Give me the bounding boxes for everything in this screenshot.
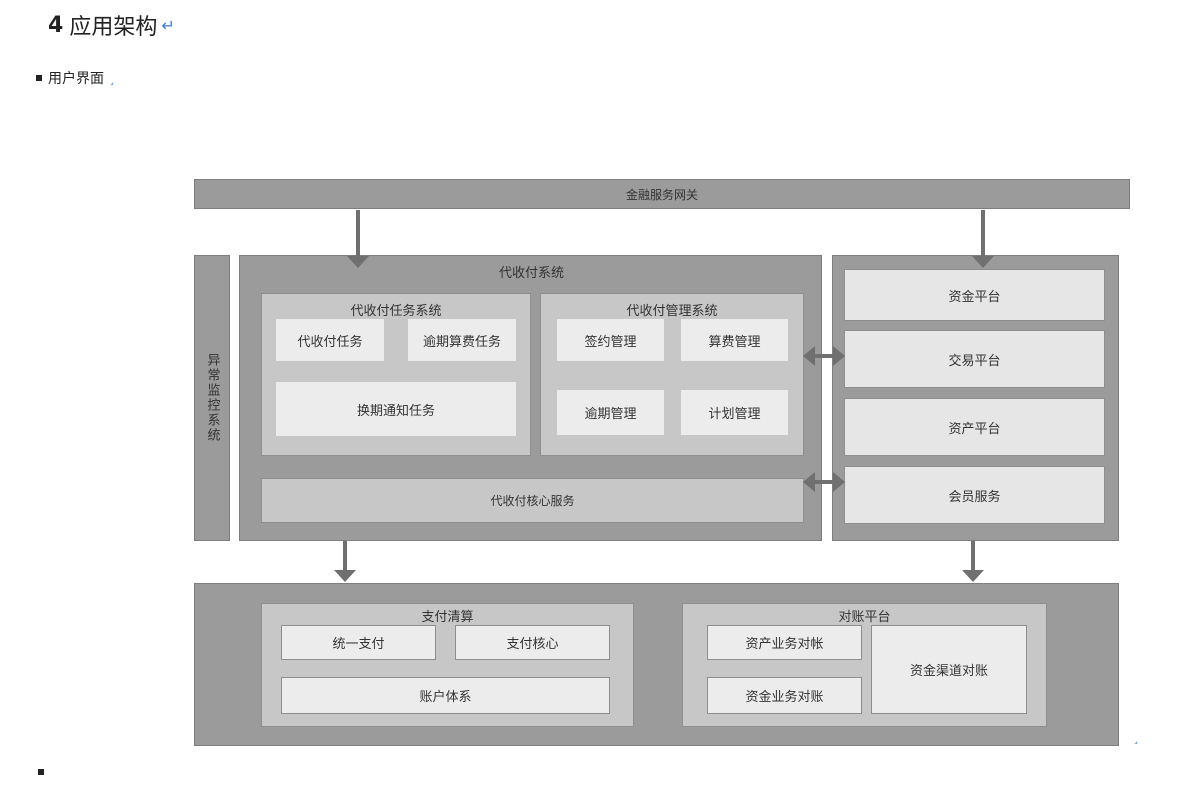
page-title: 4 应用架构 ↵ bbox=[48, 10, 175, 41]
empty-bullet bbox=[38, 769, 44, 775]
mgmt-system: 代收付管理系统 签约管理 算费管理 逾期管理 计划管理 bbox=[540, 293, 804, 456]
platform-1: 交易平台 bbox=[844, 330, 1105, 388]
bullet-text: 用户界面 bbox=[48, 71, 104, 87]
paragraph-mark-icon: ˼ bbox=[110, 71, 114, 85]
heading-text: 应用架构 bbox=[69, 15, 158, 40]
mgmt-system-title: 代收付管理系统 bbox=[626, 304, 718, 319]
task-system: 代收付任务系统 代收付任务 逾期算费任务 换期通知任务 bbox=[261, 293, 531, 456]
platform-3: 会员服务 bbox=[844, 466, 1105, 524]
bullet-icon bbox=[36, 75, 42, 81]
core-service-label: 代收付核心服务 bbox=[490, 494, 575, 508]
gateway-label: 金融服务网关 bbox=[625, 187, 698, 202]
payment-item-1: 支付核心 bbox=[455, 625, 610, 660]
platform-0: 资金平台 bbox=[844, 269, 1105, 321]
core-service: 代收付核心服务 bbox=[261, 478, 804, 523]
end-mark-icon: ˼ bbox=[1134, 730, 1138, 744]
mgmt-item-0: 签约管理 bbox=[557, 319, 664, 361]
arrow-core-member bbox=[803, 472, 845, 492]
recon-title: 对账平台 bbox=[838, 610, 891, 625]
payment-clearing: 支付清算 统一支付 支付核心 账户体系 bbox=[261, 603, 634, 727]
arrow-dfs-bottom bbox=[334, 541, 356, 582]
payment-item-0: 统一支付 bbox=[281, 625, 436, 660]
recon-platform: 对账平台 资产业务对帐 资金业务对账 资金渠道对账 bbox=[682, 603, 1047, 727]
task-item-0: 代收付任务 bbox=[276, 319, 384, 361]
arrow-gateway-platforms bbox=[972, 210, 994, 268]
platform-group: 资金平台 交易平台 资产平台 会员服务 bbox=[832, 255, 1119, 541]
payment-item-2: 账户体系 bbox=[281, 677, 610, 714]
bottom-layer: 支付清算 统一支付 支付核心 账户体系 对账平台 资产业务对帐 资金业务对账 资… bbox=[194, 583, 1119, 746]
platform-2: 资产平台 bbox=[844, 398, 1105, 456]
task-item-2: 换期通知任务 bbox=[276, 382, 516, 436]
heading-number: 4 bbox=[48, 12, 64, 38]
recon-item-0: 资产业务对帐 bbox=[707, 625, 862, 660]
arrow-gateway-dfs bbox=[347, 210, 369, 268]
bullet-item: 用户界面 ˼ bbox=[36, 68, 114, 88]
mgmt-item-2: 逾期管理 bbox=[557, 390, 664, 435]
mgmt-item-3: 计划管理 bbox=[681, 390, 788, 435]
return-mark-icon: ↵ bbox=[161, 15, 175, 35]
arrow-platforms-bottom bbox=[962, 541, 984, 582]
payment-title: 支付清算 bbox=[421, 610, 474, 625]
task-item-1: 逾期算费任务 bbox=[408, 319, 516, 361]
gateway-bar: 金融服务网关 bbox=[194, 179, 1130, 209]
monitor-label: 异常监控系统 bbox=[204, 353, 220, 443]
mgmt-item-1: 算费管理 bbox=[681, 319, 788, 361]
task-system-title: 代收付任务系统 bbox=[350, 304, 442, 319]
dfs-system: 代收付系统 代收付任务系统 代收付任务 逾期算费任务 换期通知任务 代收付管理系… bbox=[239, 255, 822, 541]
arrow-mgmt-trading bbox=[803, 346, 845, 366]
recon-item-2: 资金渠道对账 bbox=[871, 625, 1027, 714]
monitor-system: 异常监控系统 bbox=[194, 255, 230, 541]
dfs-title: 代收付系统 bbox=[498, 266, 564, 281]
recon-item-1: 资金业务对账 bbox=[707, 677, 862, 714]
